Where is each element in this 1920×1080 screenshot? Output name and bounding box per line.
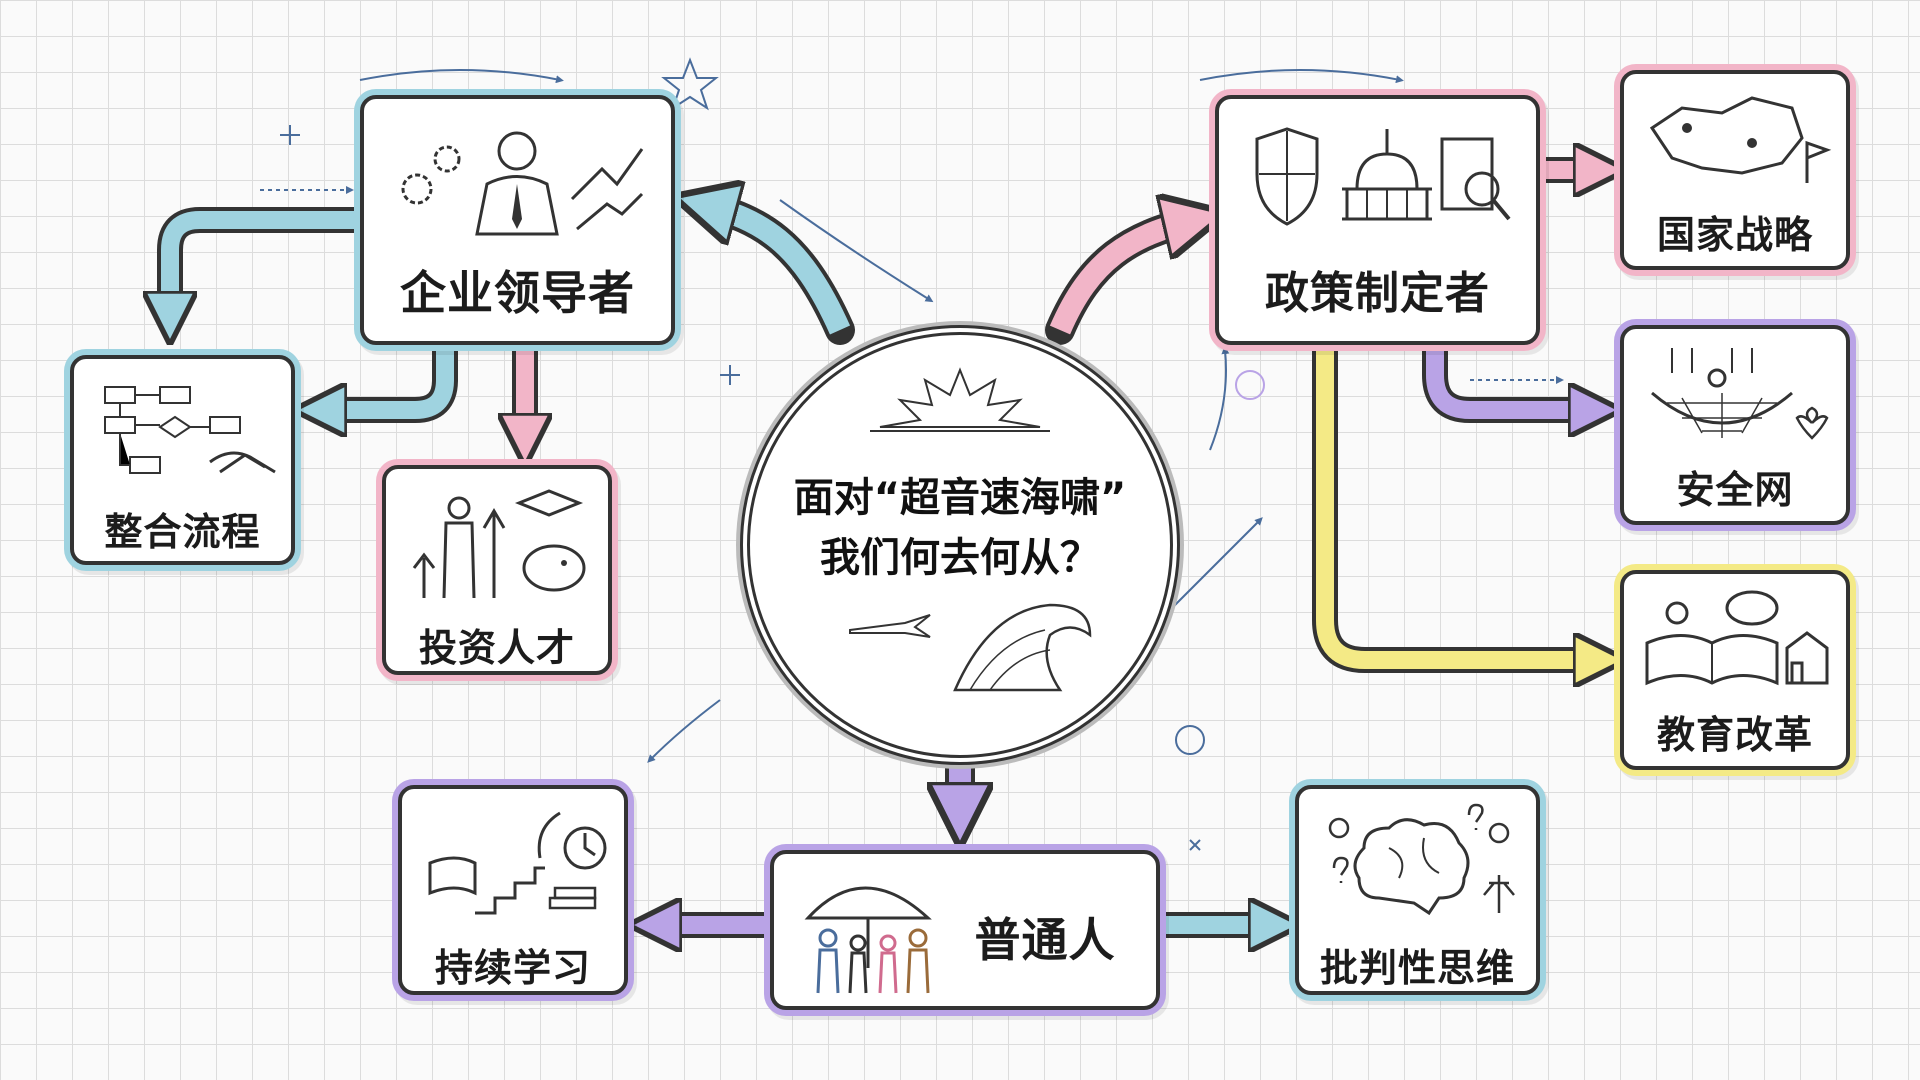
node-safety-net[interactable]: 安全网 [1620,325,1850,525]
people-umbrella-icon [804,886,932,994]
node-critical-thinking[interactable]: 批判性思维 [1295,785,1540,995]
node-continuous-learning[interactable]: 持续学习 [398,785,628,995]
education-book-icon [1645,590,1829,686]
node-education-reform-label: 教育改革 [1656,713,1813,757]
brain-questions-icon [1328,803,1515,916]
node-education-reform[interactable]: 教育改革 [1620,570,1850,770]
compass-icon [1175,725,1205,755]
node-integrate-processes-label: 整合流程 [104,510,261,554]
talent-growth-icon [412,489,586,599]
node-national-strategy[interactable]: 国家战略 [1620,70,1850,270]
target-icon [1235,370,1265,400]
central-question-circle: 面对“超音速海啸” 我们何去何从？ [740,325,1180,765]
star-icon [661,57,719,111]
node-integrate-processes[interactable]: 整合流程 [70,355,295,565]
node-policy-makers-label: 政策制定者 [1265,268,1490,319]
node-critical-thinking-label: 批判性思维 [1319,946,1515,990]
node-enterprise-leaders[interactable]: 企业领导者 [360,95,675,345]
policy-shield-capitol-icon [1255,127,1511,226]
stairs-books-clock-icon [428,811,607,915]
node-invest-talent[interactable]: 投资人才 [382,465,612,675]
wave-icon [953,603,1092,692]
explosion-icon [870,367,1050,432]
node-safety-net-label: 安全网 [1676,468,1794,512]
central-question-line1: 面对“超音速海啸” [793,475,1127,521]
node-national-strategy-label: 国家战略 [1656,213,1813,257]
node-invest-talent-label: 投资人才 [418,626,575,670]
jet-icon [849,614,931,638]
arrow-policy-to-education [1312,345,1600,673]
safety-net-icon [1651,348,1829,440]
arrow-enterprise-to-integrate [157,207,365,318]
central-question-line2: 我们何去何从？ [820,535,1100,581]
node-enterprise-leaders-label: 企业领导者 [400,266,635,320]
flowchart-handshake-icon [104,386,276,474]
node-policy-makers[interactable]: 政策制定者 [1215,95,1540,345]
node-continuous-learning-label: 持续学习 [434,946,591,990]
leader-with-gears-icon [401,131,644,236]
node-ordinary-people[interactable]: 普通人 [770,850,1160,1010]
node-ordinary-people-label: 普通人 [974,913,1116,967]
map-flag-icon [1649,96,1832,183]
